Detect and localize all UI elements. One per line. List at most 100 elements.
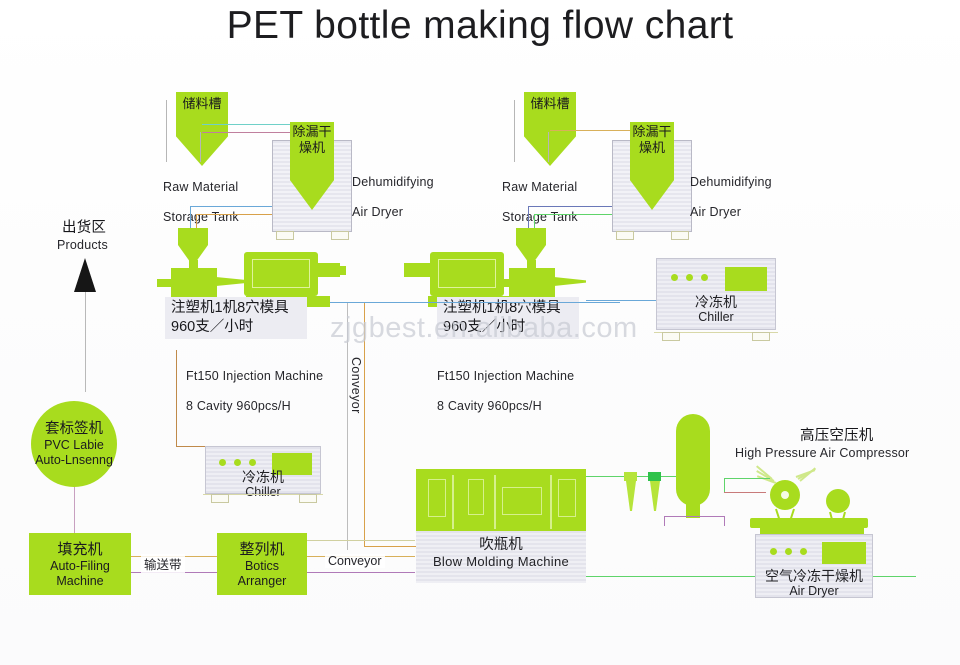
line-dryer-left-feed-2 [196,214,272,215]
chiller-left-display [272,453,312,475]
blow-molding-detail-2 [452,475,454,529]
injection-left-hopper-cone [178,245,208,261]
injection-left-bracket [176,350,177,446]
chiller-right-base [654,332,778,341]
line-tank-left-to-dryer-1 [202,124,322,125]
line-conveyor-into-blow [364,546,416,547]
air-compressor-cn-label: 高压空压机 [800,428,874,444]
bottle-bracket-left [664,516,665,526]
tank-left-bracket-right [200,132,201,162]
line-dryer-left-feed-1 [190,206,272,207]
pvc-label-machine-node: 套标签机 PVC Labie Auto-Lnsenng [31,401,117,487]
line-dryer-right-feed-2 [534,214,612,215]
chiller-right-indicator-1 [671,274,678,281]
injection-left-en-label: Ft150 Injection Machine 8 Cavity 960pcs/… [186,369,324,413]
air-dryer-indicator-2 [785,548,792,555]
line-to-compressor [724,478,770,479]
dehumidifier-right-foot-1 [616,231,634,240]
dehumidifier-left-foot-1 [276,231,294,240]
blow-molding-detail-3 [468,479,484,515]
storage-tank-right-cn: 储料槽 [530,96,570,111]
injection-left-cn-label: 注塑机1机8穴模具 960支／小时 [165,297,307,339]
conveyor-vertical-label: Conveyor [349,357,363,414]
bottle-arranger-node: 整列机 Botics Arranger [217,533,307,595]
injection-right-hopper-cone [516,245,546,261]
conveyor-bottom-label: Conveyor [325,554,385,568]
storage-tank-left: 储料槽 [176,92,228,166]
tank-right-bracket-right [548,132,549,162]
chiller-right-foot-2 [752,332,770,341]
line-to-compressor-drop [724,478,725,492]
products-arrow-stem [85,292,86,392]
products-up-arrow-icon [74,258,96,292]
line-dryer-left-drop-1 [190,206,191,230]
chiller-left-base [203,494,323,503]
page-title: PET bottle making flow chart [226,4,734,47]
blow-molding-detail-1 [428,479,446,517]
line-label-machine-to-filling [74,487,75,535]
injection-right-barrel-housing [430,252,504,296]
line-tank-left-to-dryer-2 [202,132,320,133]
chiller-right-foot-1 [662,332,680,341]
injection-left-tie-bar-right [216,277,250,286]
preform-1-neck [624,472,637,481]
injection-right-neck [527,260,536,270]
chiller-right-display [725,267,767,291]
line-dryer-right-drop-2 [534,214,535,230]
preform-1 [626,481,636,511]
products-cn-label: 出货区 [62,220,107,236]
air-dryer-cabinet: 空气冷冻干燥机 Air Dryer [755,534,873,598]
injection-right-cn-label: 注塑机1机8穴模具 960支／小时 [437,297,579,339]
preform-2 [650,481,660,511]
air-dryer-indicator-1 [770,548,777,555]
injection-right-hopper [516,228,546,245]
storage-tank-left-label: Raw Material Storage Tank [163,180,239,224]
line-dryer-right-feed-1 [528,206,612,207]
conveyor-vertical-rail-2 [364,302,365,546]
dehumidifier-left-cn: 除漏干燥机 [292,124,332,155]
bottle-bracket-top [664,516,724,517]
injection-right-nose [404,263,430,277]
dehumidifier-right-cabinet [612,140,692,232]
chiller-left-indicator-1 [219,459,226,466]
compressor-wheel-hub [781,491,789,499]
blow-molding-detail-6 [550,475,552,529]
chiller-left-indicator-2 [234,459,241,466]
tank-left-bracket-left [166,100,167,162]
blown-bottle-neck [686,504,700,518]
products-en-label: Products [57,238,108,252]
line-dryer-left-drop-2 [196,214,197,230]
chiller-right-label: 冷冻机 Chiller [695,294,737,325]
injection-left-neck [189,260,198,270]
air-dryer-display [822,542,866,564]
conveyor-vertical-rail-1 [347,302,348,550]
line-injection-right-to-chiller [586,300,656,301]
storage-tank-right: 储料槽 [524,92,576,166]
blown-bottle [676,414,710,506]
air-dryer-indicator-3 [800,548,807,555]
dehumidifier-right-label: Dehumidifying Air Dryer [690,175,772,219]
blow-molding-machine-label: 吹瓶机 Blow Molding Machine [416,531,586,583]
injection-left-bracket-foot [176,446,210,447]
blow-molding-detail-4 [494,475,496,529]
dehumidifier-left-foot-2 [331,231,349,240]
injection-left-barrel-housing [244,252,318,296]
line-blow-to-air-dryer [586,576,916,577]
chiller-left-cabinet [205,446,321,494]
belt-cn-label: 输送带 [141,554,185,573]
air-compressor-en-label: High Pressure Air Compressor [735,446,910,460]
dehumidifier-right-cn: 除漏干燥机 [632,124,672,155]
injection-right-en-label: Ft150 Injection Machine 8 Cavity 960pcs/… [437,369,575,413]
blow-molding-detail-7 [558,479,576,517]
blow-molding-detail-5 [502,487,542,515]
injection-left-tip [332,266,346,275]
injection-left-tie-bar-left [157,279,173,287]
injection-right-tie-bar-right [554,277,586,286]
chiller-right-indicator-3 [701,274,708,281]
injection-left-hopper [178,228,208,245]
line-compressor-secondary [724,492,766,493]
air-dryer-label: 空气冷冻干燥机 Air Dryer [765,568,863,599]
chiller-right-cabinet: 冷冻机 Chiller [656,258,776,330]
bottle-bracket-right [724,516,725,526]
